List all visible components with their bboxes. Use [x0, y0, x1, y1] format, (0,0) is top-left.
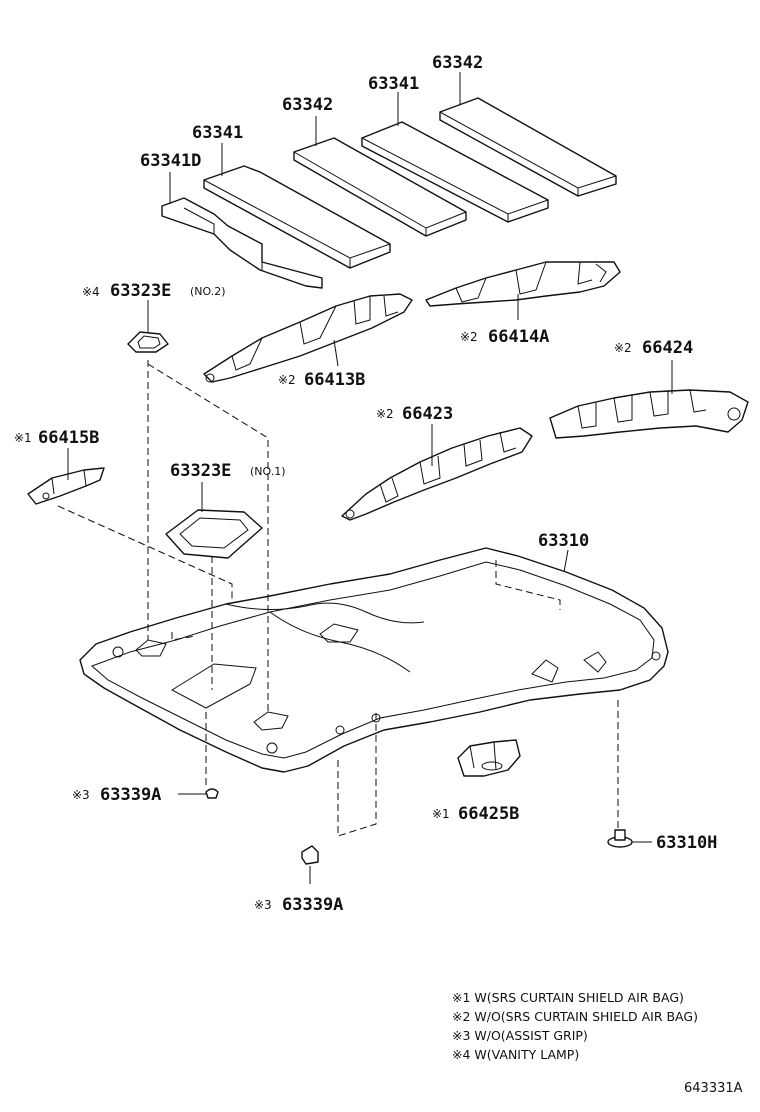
retainer-66413b — [203, 293, 413, 383]
label-66414a: 66414A — [488, 327, 549, 347]
mark-66423: ※2 — [376, 407, 394, 421]
clip-63339a-lower — [301, 845, 319, 865]
label-63323e-no1: 63323E — [170, 461, 231, 481]
mark-63339a-left: ※3 — [72, 788, 90, 802]
mark-66413b: ※2 — [278, 373, 296, 387]
label-63342-rear: 63342 — [432, 53, 483, 73]
retainer-66424 — [549, 389, 749, 439]
label-66415b: 66415B — [38, 428, 99, 448]
bracket-66425b — [457, 739, 521, 777]
label-63339a-left: 63339A — [100, 785, 161, 805]
mark-66424: ※2 — [614, 341, 632, 355]
leader-66413b — [333, 339, 339, 367]
clip-63339a-left — [205, 788, 219, 799]
note-63323e-no2: (NO.2) — [190, 285, 226, 298]
label-63341-rear: 63341 — [368, 74, 419, 94]
label-66425b: 66425B — [458, 804, 519, 824]
headlining-63310 — [79, 547, 669, 773]
label-63339a-lower: 63339A — [282, 895, 343, 915]
notes-legend: ※1 W(SRS CURTAIN SHIELD AIR BAG) ※2 W/O(… — [452, 990, 698, 1062]
mark-63323e-no2: ※4 — [82, 285, 100, 299]
label-63341-front: 63341 — [192, 123, 243, 143]
label-63310: 63310 — [538, 531, 589, 551]
note-63323e-no1: (NO.1) — [250, 465, 286, 478]
pad-63341d — [161, 197, 323, 289]
note-1: ※1 W(SRS CURTAIN SHIELD AIR BAG) — [452, 990, 684, 1005]
clip-63310h — [607, 829, 633, 848]
retainer-66423 — [341, 427, 533, 521]
bracket-66415b — [27, 467, 105, 505]
label-63342-front: 63342 — [282, 95, 333, 115]
label-66413b: 66413B — [304, 370, 365, 390]
label-63323e-no2: 63323E — [110, 281, 171, 301]
assembly-lines — [57, 360, 619, 837]
mark-66415b: ※1 — [14, 431, 32, 445]
note-3: ※3 W/O(ASSIST GRIP) — [452, 1028, 588, 1043]
label-63341d: 63341D — [140, 151, 201, 171]
pad-63342-rear — [439, 97, 617, 197]
figure-number: 643331A — [684, 1081, 743, 1096]
lamp-cover-no1 — [165, 509, 263, 559]
retainer-66414a — [425, 261, 621, 307]
note-4: ※4 W(VANITY LAMP) — [452, 1047, 579, 1062]
mark-66414a: ※2 — [460, 330, 478, 344]
pad-63341-front — [203, 165, 391, 269]
label-63310h: 63310H — [656, 833, 717, 853]
pad-63342-front — [293, 137, 467, 237]
note-2: ※2 W/O(SRS CURTAIN SHIELD AIR BAG) — [452, 1009, 698, 1024]
leader-63310 — [563, 549, 569, 573]
label-66424: 66424 — [642, 338, 693, 358]
pad-63341-rear — [361, 121, 549, 223]
mark-63339a-lower: ※3 — [254, 898, 272, 912]
mark-66425b: ※1 — [432, 807, 450, 821]
label-66423: 66423 — [402, 404, 453, 424]
lamp-cover-no2 — [127, 331, 169, 353]
